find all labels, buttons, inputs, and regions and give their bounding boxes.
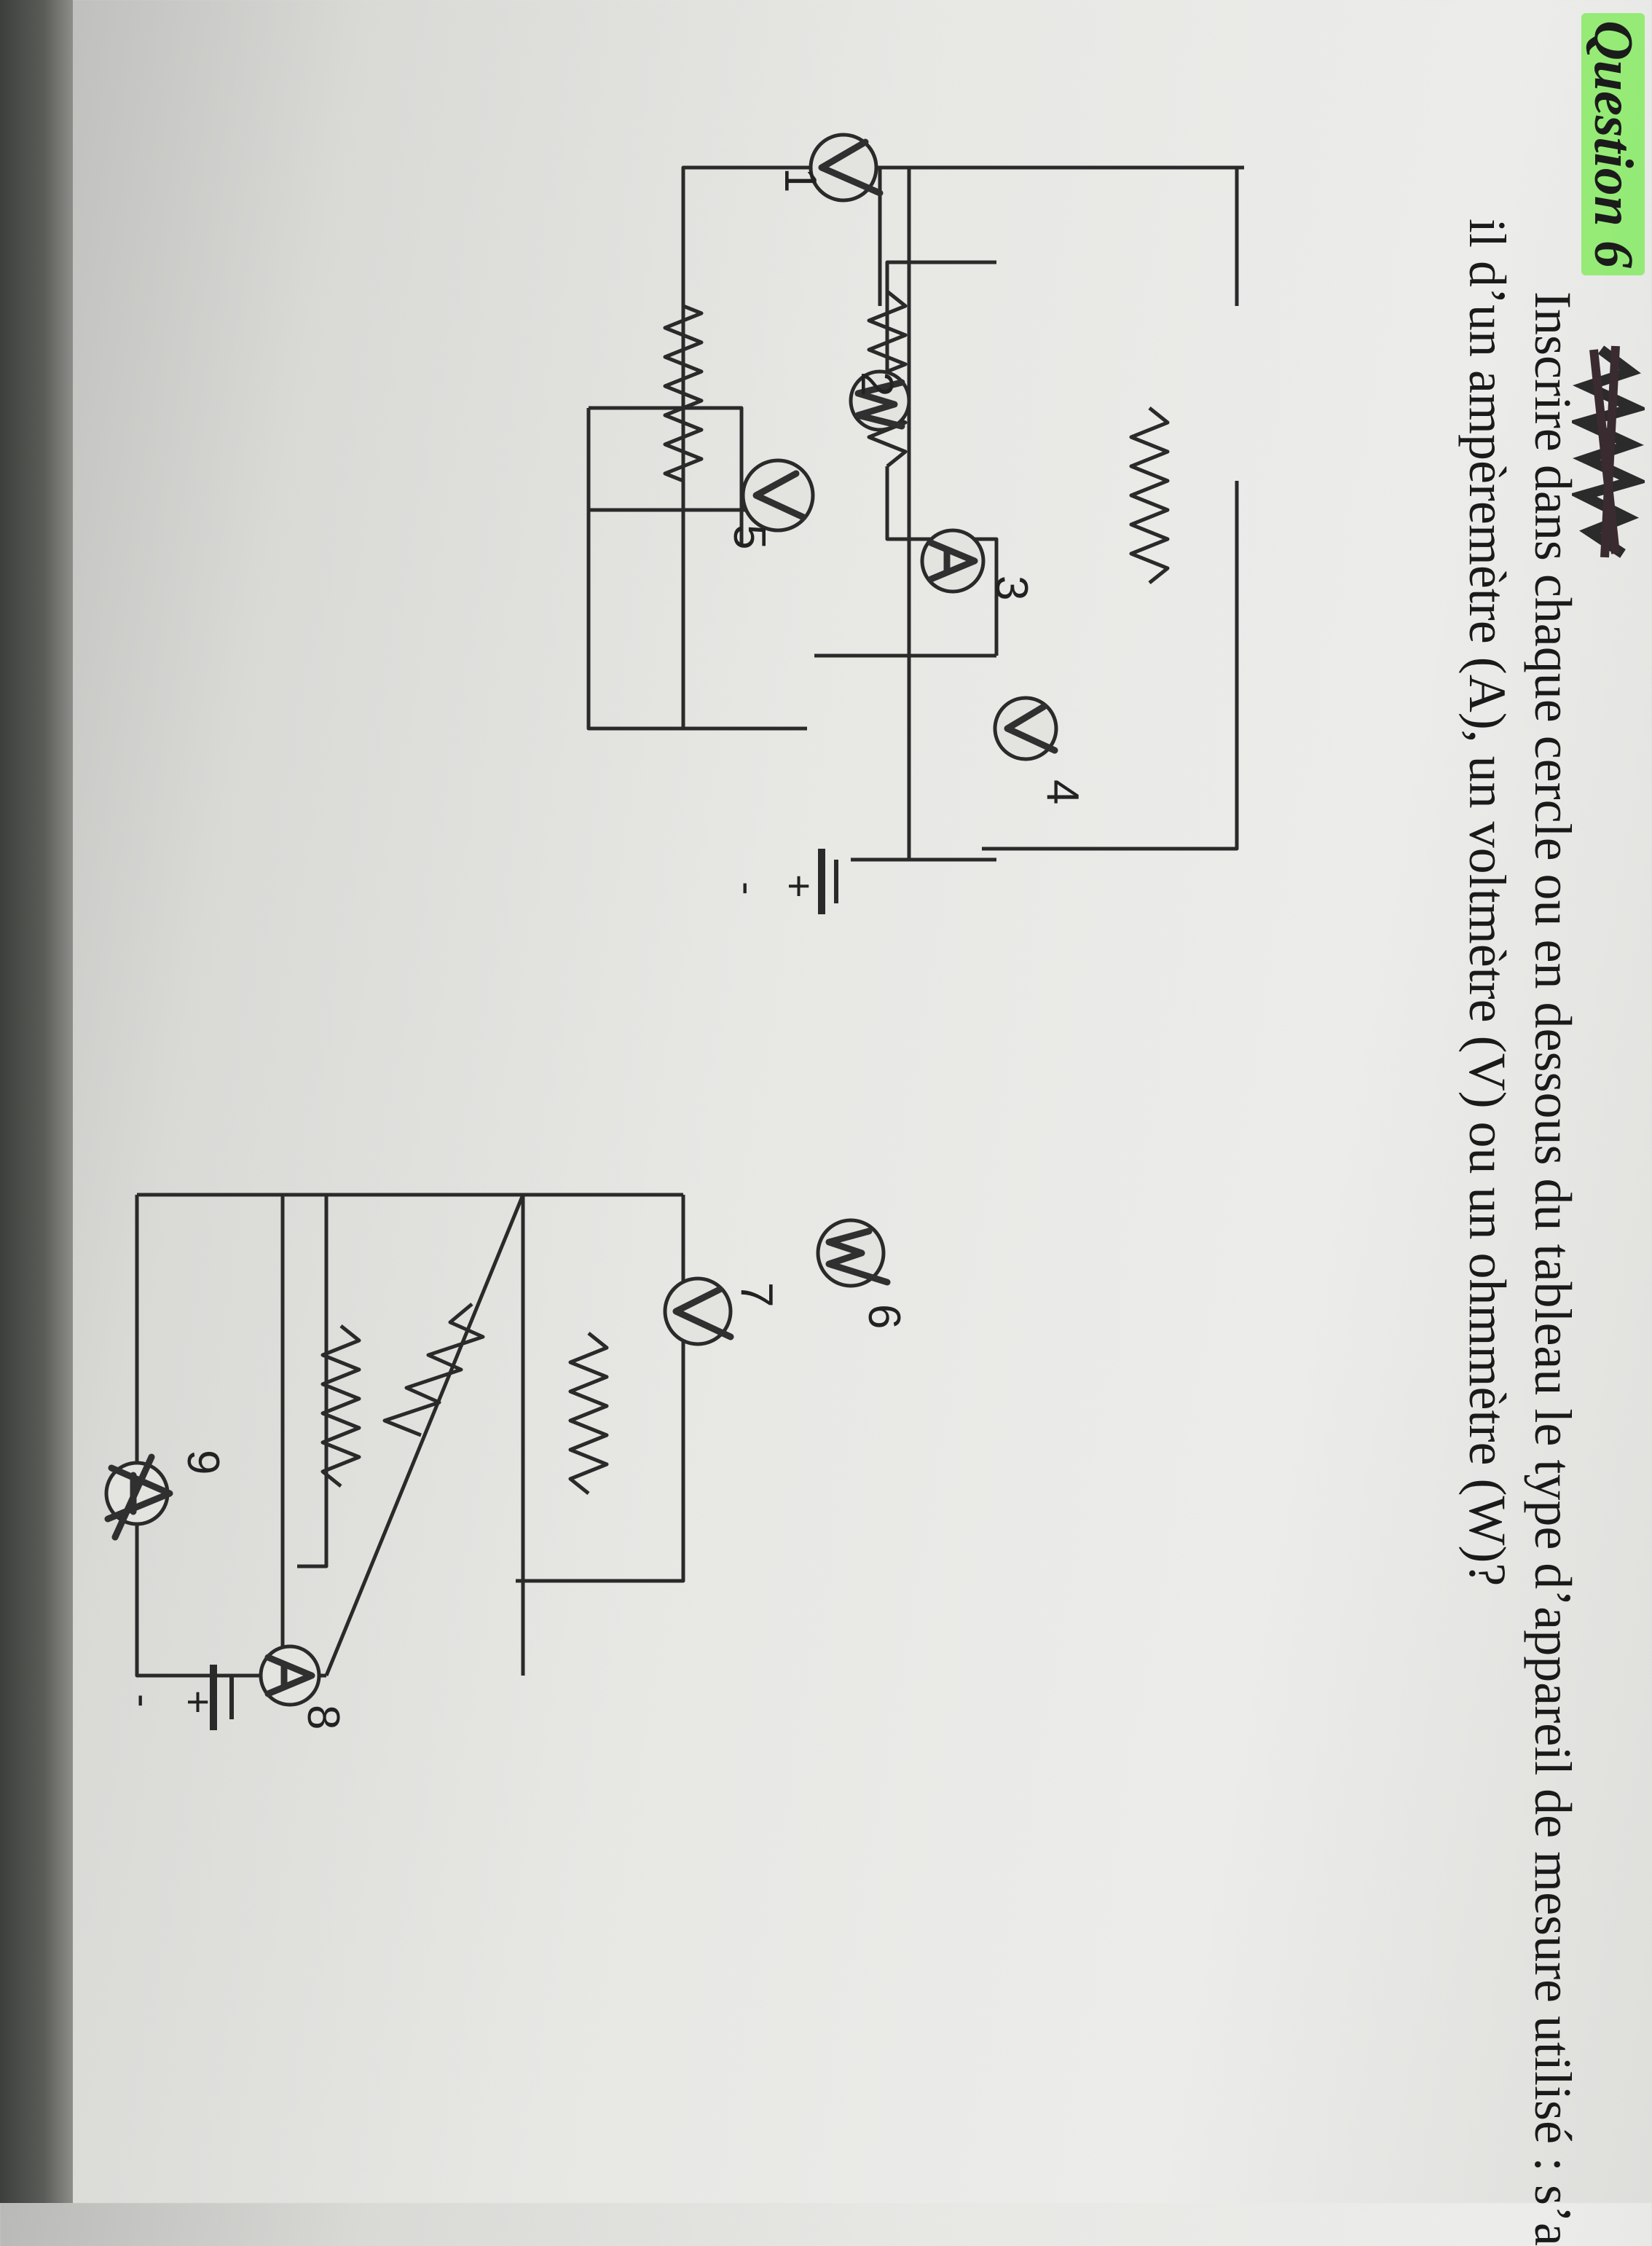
meter-6 — [816, 1218, 891, 1288]
resistor-r1 — [663, 304, 704, 483]
meter-8-number: 8 — [298, 1705, 348, 1729]
meter-9-answer-mark — [104, 1453, 173, 1541]
meter-3 — [920, 528, 986, 594]
meter-7-number: 7 — [731, 1282, 782, 1307]
meter-8-answer-mark — [264, 1654, 315, 1697]
meter-5-answer-mark — [752, 470, 807, 521]
meter-1-answer-mark — [818, 138, 884, 197]
meter-5 — [741, 458, 815, 533]
battery-2 — [210, 1665, 234, 1730]
meter-2-answer-mark — [854, 379, 905, 430]
resistor-r6 — [568, 1332, 609, 1495]
battery-2-minus: - — [121, 1694, 167, 1708]
table-edge — [0, 0, 73, 2203]
meter-4 — [993, 696, 1058, 761]
meter-3-answer-mark — [927, 539, 978, 583]
resistor-r3 — [1129, 407, 1170, 584]
meter-9-number: 9 — [178, 1450, 228, 1475]
resistor-r5 — [382, 1303, 485, 1437]
battery-1-minus: - — [725, 881, 771, 895]
meter-1-number: 1 — [775, 168, 825, 192]
meter-8 — [259, 1644, 321, 1707]
resistor-r4 — [320, 1324, 361, 1488]
battery-2-plus: + — [176, 1690, 221, 1714]
meter-9 — [104, 1453, 173, 1541]
scribbled-out-text — [1572, 345, 1645, 558]
battery-1 — [818, 849, 996, 914]
meter-7-answer-mark — [672, 1286, 734, 1340]
meter-3-number: 3 — [986, 576, 1037, 600]
meter-5-number: 5 — [724, 525, 774, 549]
meter-4-answer-mark — [1004, 703, 1058, 754]
meter-2-number: 2 — [851, 372, 902, 396]
meter-4-number: 4 — [1037, 780, 1087, 804]
battery-1-plus: + — [776, 874, 822, 898]
circuit2-wires — [135, 1193, 685, 1678]
meter-6-number: 6 — [859, 1304, 909, 1329]
meter-1 — [809, 133, 884, 203]
meter-7 — [663, 1276, 734, 1346]
meter-2 — [849, 369, 911, 432]
meter-6-answer-mark — [825, 1228, 891, 1286]
